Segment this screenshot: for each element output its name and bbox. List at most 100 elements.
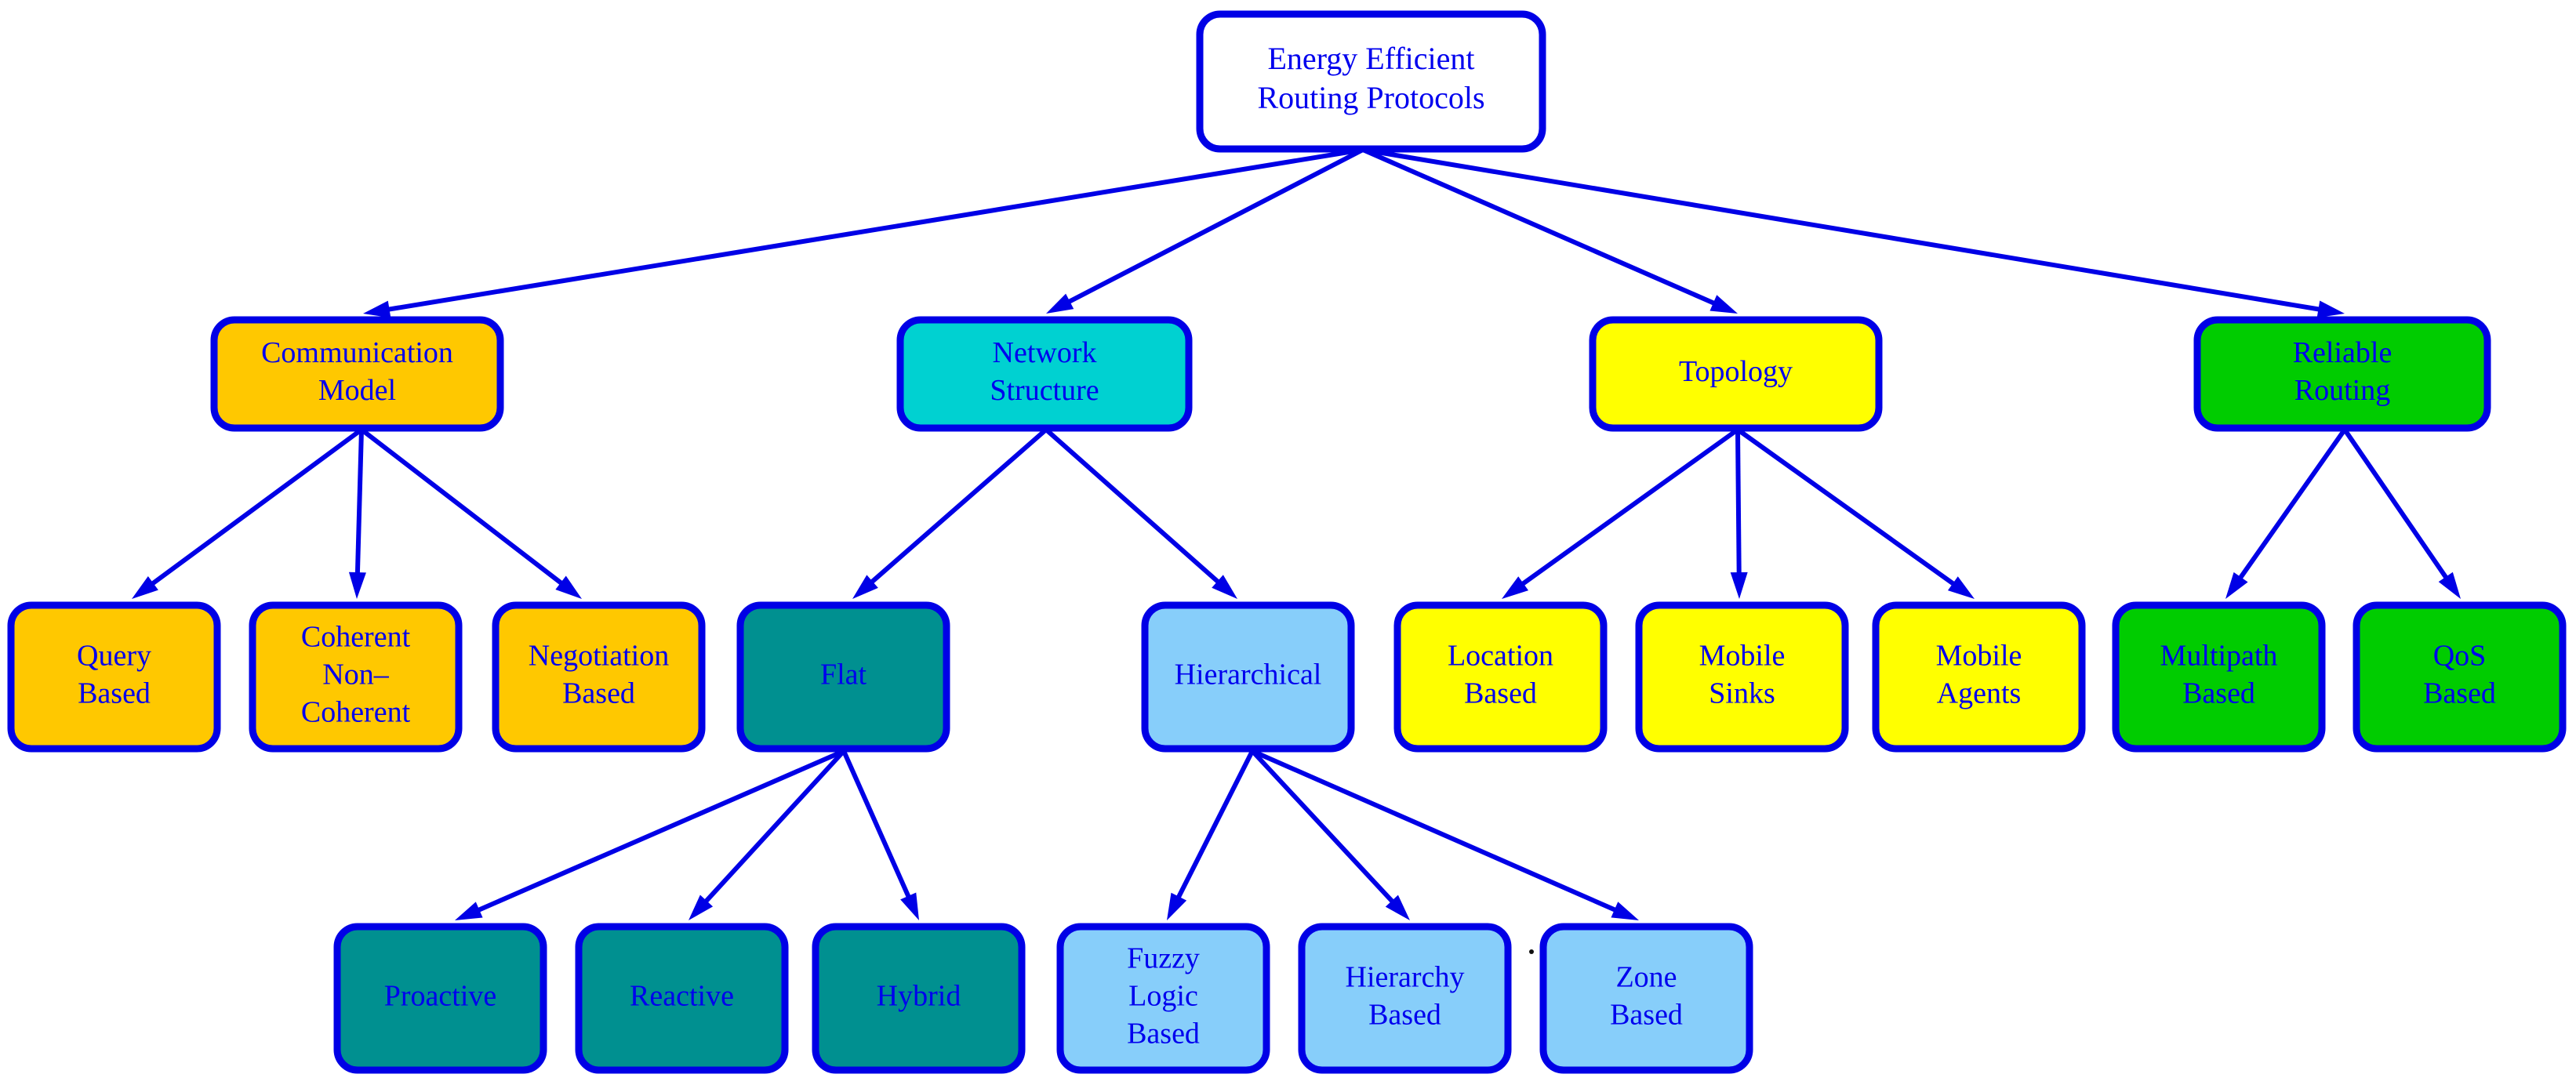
- node-box-fuzzy-logic-based[interactable]: [1056, 923, 1270, 1074]
- node-box-hybrid[interactable]: [812, 923, 1026, 1074]
- node-box-reactive[interactable]: [575, 923, 789, 1074]
- node-box-negotiation-based[interactable]: [492, 601, 706, 753]
- edge-line: [1735, 429, 1742, 578]
- edge-line: [867, 427, 1048, 586]
- node-label-line: Based: [1127, 1017, 1200, 1050]
- node-box-hierarchical[interactable]: [1141, 601, 1355, 753]
- edge-root-to-topology: [1361, 147, 1738, 314]
- edge-root-to-reliable-routing: [1362, 147, 2345, 318]
- edge-arrowhead: [1611, 902, 1639, 920]
- edge-hierarchical-to-zone-based: [1251, 749, 1639, 920]
- node-reactive[interactable]: Reactive: [575, 923, 789, 1074]
- edge-hierarchical-to-fuzzy-logic-based: [1167, 749, 1255, 920]
- node-hybrid[interactable]: Hybrid: [812, 923, 1026, 1074]
- node-label-line: Logic: [1128, 979, 1198, 1012]
- node-box-network-structure[interactable]: [896, 316, 1193, 432]
- node-box-mobile-sinks[interactable]: [1635, 601, 1849, 753]
- node-label-line: Based: [2423, 677, 2496, 709]
- node-label-line: Based: [78, 677, 151, 709]
- node-box-flat[interactable]: [736, 601, 950, 753]
- node-box-reliable-routing[interactable]: [2193, 316, 2491, 432]
- node-box-location-based[interactable]: [1393, 601, 1608, 753]
- node-label-line: Fuzzy: [1127, 942, 1200, 974]
- edge-line: [474, 749, 845, 914]
- node-box-multipath-based[interactable]: [2112, 601, 2326, 753]
- edge-network-structure-to-hierarchical: [1045, 427, 1237, 599]
- node-box-hierarchy-based[interactable]: [1298, 923, 1512, 1074]
- node-hierarchical[interactable]: Hierarchical: [1141, 601, 1355, 753]
- node-label-line: Mobile: [1699, 639, 1786, 672]
- edge-arrowhead: [900, 892, 919, 920]
- node-qos-based[interactable]: QoS Based: [2353, 601, 2567, 753]
- node-label-topology: Topology: [1679, 355, 1793, 388]
- edge-line: [1251, 749, 1620, 914]
- edge-line: [841, 749, 913, 902]
- node-box-communication-model[interactable]: [210, 316, 504, 432]
- node-box-zone-based[interactable]: [1539, 923, 1753, 1074]
- node-label-line: QoS: [2433, 639, 2487, 672]
- node-box-topology[interactable]: [1589, 316, 1883, 432]
- edge-line: [1045, 427, 1223, 586]
- node-label-line: Coherent: [301, 620, 411, 653]
- node-label-line: Hierarchy: [1346, 960, 1465, 993]
- node-label-line: Negotiation: [529, 639, 669, 672]
- artifacts-layer: [1529, 949, 1534, 954]
- node-flat[interactable]: Flat: [736, 601, 950, 753]
- node-box-proactive[interactable]: [333, 923, 547, 1074]
- edge-reliable-routing-to-qos-based: [2342, 428, 2461, 599]
- node-label-line: Zone: [1615, 960, 1677, 993]
- node-topology[interactable]: Topology: [1589, 316, 1883, 432]
- edge-line: [384, 147, 1364, 313]
- node-label-line: Based: [2182, 677, 2255, 709]
- artifact-stray-dot: [1529, 949, 1534, 954]
- node-box-query-based[interactable]: [7, 601, 221, 753]
- node-label-line: Based: [1368, 998, 1441, 1031]
- node-box-coherent-non-coherent[interactable]: [249, 601, 463, 753]
- edge-root-to-communication-model: [363, 147, 1364, 318]
- node-label-line: Based: [1610, 998, 1683, 1031]
- edge-hierarchical-to-hierarchy-based: [1250, 749, 1410, 920]
- edge-arrowhead: [689, 894, 714, 920]
- node-box-root[interactable]: [1196, 10, 1546, 153]
- edge-arrowhead: [1730, 572, 1748, 599]
- edge-flat-to-proactive: [455, 749, 845, 920]
- edge-line: [1361, 147, 1719, 307]
- node-proactive[interactable]: Proactive: [333, 923, 547, 1074]
- node-box-mobile-agents[interactable]: [1872, 601, 2086, 753]
- edge-communication-model-to-coherent-non-coherent: [348, 429, 366, 599]
- edge-arrowhead: [1947, 576, 1975, 599]
- node-box-qos-based[interactable]: [2353, 601, 2567, 753]
- node-label-line: Mobile: [1936, 639, 2022, 672]
- edge-root-to-network-structure: [1046, 147, 1364, 314]
- node-label-line: Based: [562, 677, 635, 709]
- edge-reliable-routing-to-multipath-based: [2225, 428, 2347, 599]
- node-label-line: Flat: [820, 658, 867, 691]
- node-label-line: Network: [993, 336, 1097, 369]
